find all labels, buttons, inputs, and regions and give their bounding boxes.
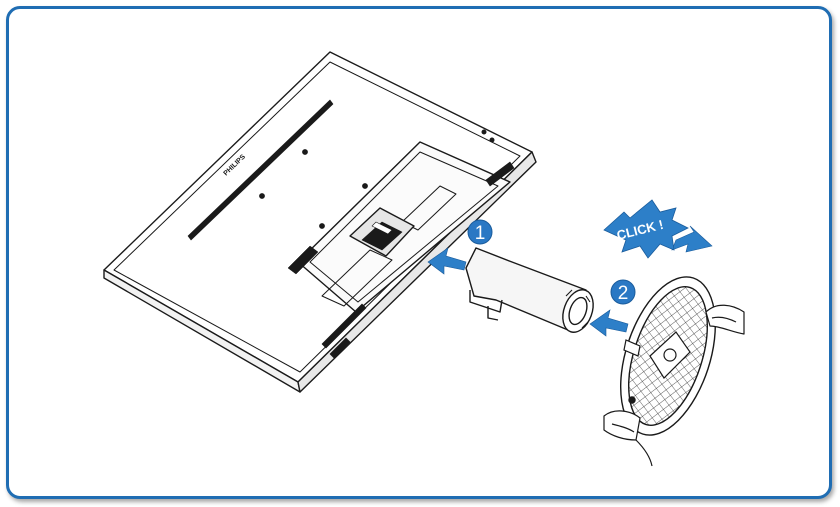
diagram-frame: PHILIPS [6,6,832,499]
hand-bottom [603,410,653,467]
arrow-icon [427,247,467,275]
assembly-diagram: PHILIPS [103,51,745,467]
stand-neck [465,247,594,333]
arrow-icon [589,309,629,337]
arrow-icon [671,225,713,253]
stand-base [619,276,717,436]
step-number: 2 [618,283,629,304]
step-badge-1: 1 [467,219,493,245]
burst-icon [603,199,689,259]
hand-top [705,304,745,335]
monitor-back [103,51,537,393]
step-number: 1 [475,223,486,244]
step-badge-2: 2 [610,279,636,305]
